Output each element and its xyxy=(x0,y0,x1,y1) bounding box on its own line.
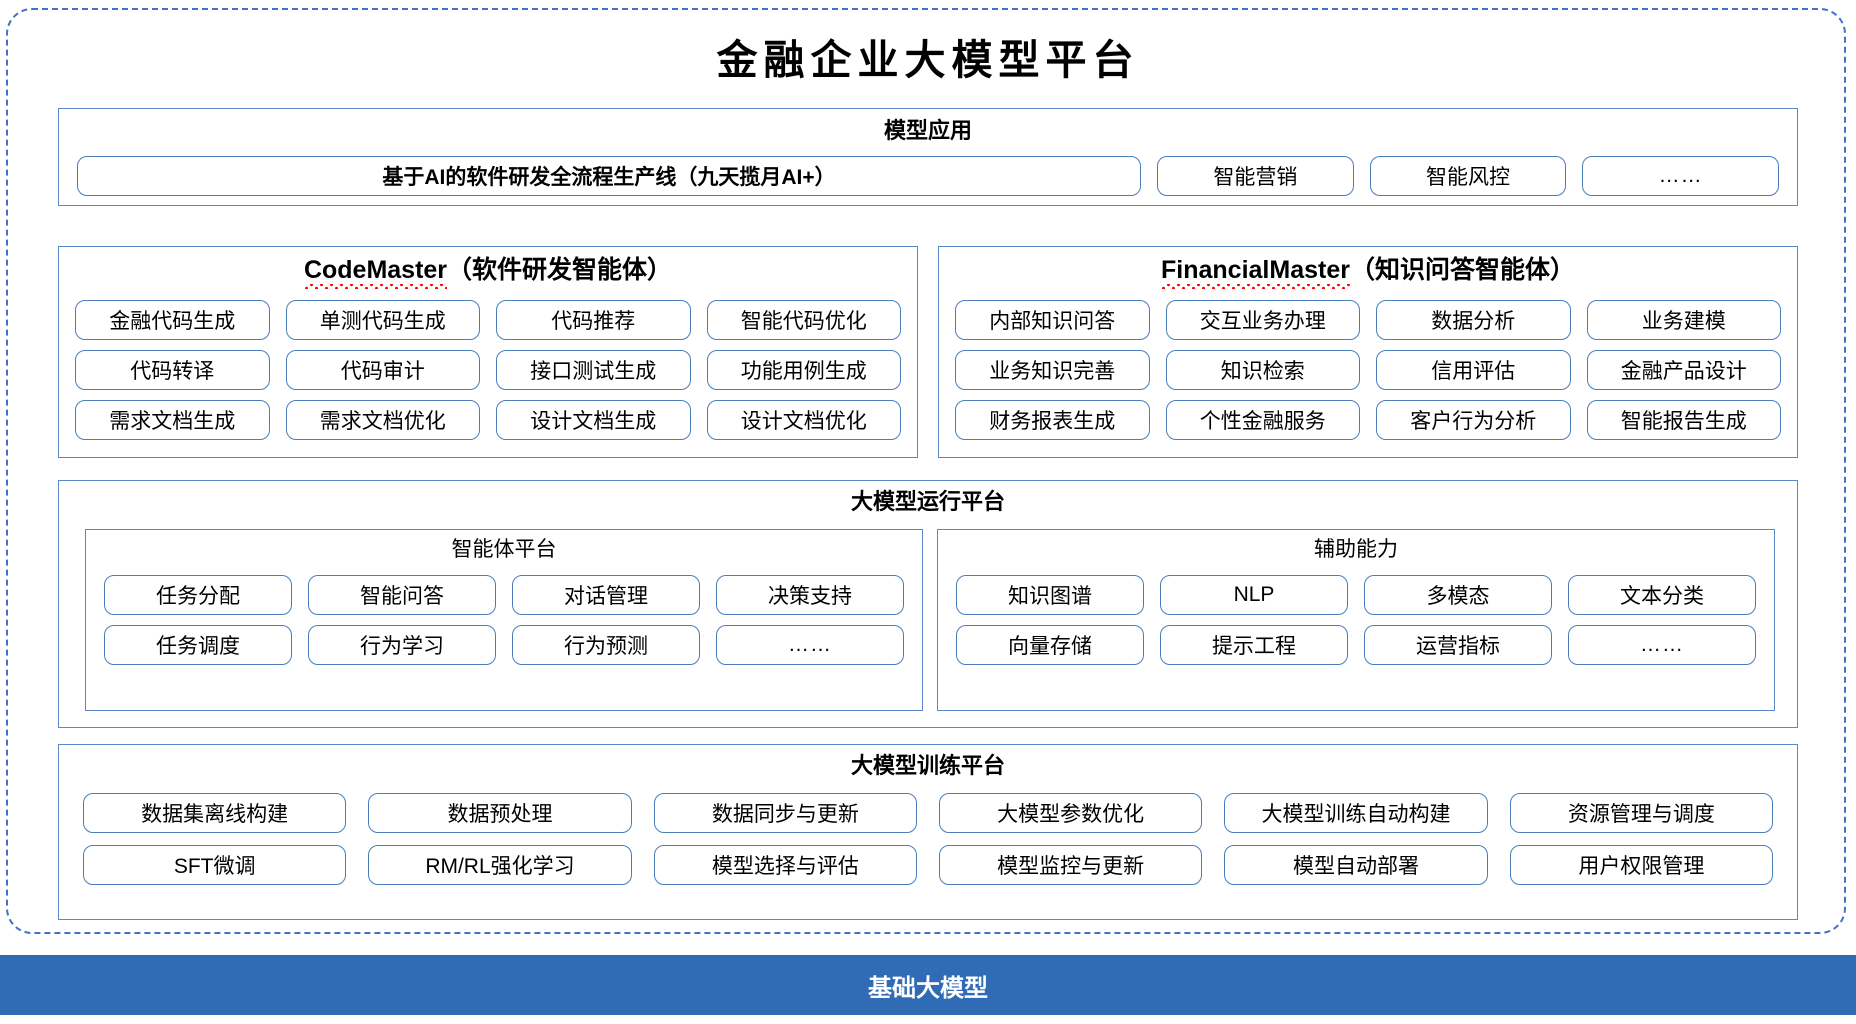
chip-req-doc-optimize[interactable]: 需求文档优化 xyxy=(285,400,480,440)
codemaster-panel: CodeMaster（软件研发智能体） 金融代码生成 单测代码生成 代码推荐 智… xyxy=(58,246,918,458)
chip-model-auto-deploy[interactable]: 模型自动部署 xyxy=(1224,845,1488,885)
model-application-panel: 模型应用 基于AI的软件研发全流程生产线（九天揽月AI+） 智能营销 智能风控 … xyxy=(58,108,1798,206)
chip-text-classification[interactable]: 文本分类 xyxy=(1568,575,1756,615)
chip-llm-train-autobuild[interactable]: 大模型训练自动构建 xyxy=(1224,793,1488,833)
chip-smart-report-gen[interactable]: 智能报告生成 xyxy=(1586,400,1781,440)
runtime-platform-panel: 大模型运行平台 智能体平台 任务分配 智能问答 对话管理 决策支持 任务调度 行… xyxy=(58,480,1798,728)
model-application-row: 基于AI的软件研发全流程生产线（九天揽月AI+） 智能营销 智能风控 …… xyxy=(77,156,1780,196)
chip-feature-case-gen[interactable]: 功能用例生成 xyxy=(706,350,901,390)
chip-vector-store[interactable]: 向量存储 xyxy=(956,625,1144,665)
chip-unit-test-code-gen[interactable]: 单测代码生成 xyxy=(285,300,480,340)
chip-resource-mgmt-schedule[interactable]: 资源管理与调度 xyxy=(1509,793,1773,833)
training-platform-panel: 大模型训练平台 数据集离线构建 数据预处理 数据同步与更新 大模型参数优化 大模… xyxy=(58,744,1798,920)
codemaster-name: CodeMaster xyxy=(303,256,448,289)
training-platform-grid: 数据集离线构建 数据预处理 数据同步与更新 大模型参数优化 大模型训练自动构建 … xyxy=(83,793,1773,885)
chip-ai-software-pipeline[interactable]: 基于AI的软件研发全流程生产线（九天揽月AI+） xyxy=(77,156,1141,196)
financialmaster-suffix: （知识问答智能体） xyxy=(1349,256,1575,284)
base-model-label: 基础大模型 xyxy=(868,974,988,1002)
chip-smart-risk-control[interactable]: 智能风控 xyxy=(1369,156,1567,196)
chip-knowledge-retrieval[interactable]: 知识检索 xyxy=(1165,350,1360,390)
chip-sft-finetune[interactable]: SFT微调 xyxy=(83,845,347,885)
aux-capability-title: 辅助能力 xyxy=(1314,538,1398,561)
chip-code-audit[interactable]: 代码审计 xyxy=(285,350,480,390)
chip-data-preprocess[interactable]: 数据预处理 xyxy=(368,793,632,833)
chip-financial-report-gen[interactable]: 财务报表生成 xyxy=(955,400,1150,440)
chip-code-transpile[interactable]: 代码转译 xyxy=(75,350,270,390)
chip-design-doc-gen[interactable]: 设计文档生成 xyxy=(496,400,691,440)
chip-smart-code-optimize[interactable]: 智能代码优化 xyxy=(706,300,901,340)
chip-model-monitor-update[interactable]: 模型监控与更新 xyxy=(939,845,1203,885)
chip-task-allocation[interactable]: 任务分配 xyxy=(104,575,292,615)
financialmaster-capability-grid: 内部知识问答 交互业务办理 数据分析 业务建模 业务知识完善 知识检索 信用评估… xyxy=(955,300,1781,440)
chip-data-analysis[interactable]: 数据分析 xyxy=(1376,300,1571,340)
chip-req-doc-gen[interactable]: 需求文档生成 xyxy=(75,400,270,440)
chip-model-select-eval[interactable]: 模型选择与评估 xyxy=(653,845,917,885)
chip-smart-qa[interactable]: 智能问答 xyxy=(308,575,496,615)
chip-behavior-prediction[interactable]: 行为预测 xyxy=(512,625,700,665)
chip-prompt-engineering[interactable]: 提示工程 xyxy=(1160,625,1348,665)
chip-business-modeling[interactable]: 业务建模 xyxy=(1586,300,1781,340)
chip-decision-support[interactable]: 决策支持 xyxy=(716,575,904,615)
model-application-title: 模型应用 xyxy=(883,118,972,143)
chip-fin-product-design[interactable]: 金融产品设计 xyxy=(1586,350,1781,390)
financialmaster-panel: FinancialMaster（知识问答智能体） 内部知识问答 交互业务办理 数… xyxy=(938,246,1798,458)
chip-user-permission-mgmt[interactable]: 用户权限管理 xyxy=(1509,845,1773,885)
agent-platform-subpanel: 智能体平台 任务分配 智能问答 对话管理 决策支持 任务调度 行为学习 行为预测… xyxy=(85,529,923,711)
chip-personalized-fin-svc[interactable]: 个性金融服务 xyxy=(1165,400,1360,440)
base-model-bar: 基础大模型 xyxy=(0,955,1856,1015)
chip-llm-param-optimize[interactable]: 大模型参数优化 xyxy=(939,793,1203,833)
chip-internal-knowledge-qa[interactable]: 内部知识问答 xyxy=(955,300,1150,340)
chip-design-doc-optimize[interactable]: 设计文档优化 xyxy=(706,400,901,440)
agent-platform-title: 智能体平台 xyxy=(451,538,557,561)
financialmaster-title: FinancialMaster（知识问答智能体） xyxy=(939,256,1797,289)
chip-behavior-learning[interactable]: 行为学习 xyxy=(308,625,496,665)
chip-fin-code-gen[interactable]: 金融代码生成 xyxy=(75,300,270,340)
chip-knowledge-graph[interactable]: 知识图谱 xyxy=(956,575,1144,615)
runtime-platform-title: 大模型运行平台 xyxy=(850,489,1005,514)
chip-multimodal[interactable]: 多模态 xyxy=(1364,575,1552,615)
chip-more-agent-platform[interactable]: …… xyxy=(716,625,904,665)
training-platform-title: 大模型训练平台 xyxy=(850,753,1005,778)
chip-rm-rl-learning[interactable]: RM/RL强化学习 xyxy=(368,845,632,885)
chip-more-applications[interactable]: …… xyxy=(1582,156,1780,196)
chip-offline-dataset-build[interactable]: 数据集离线构建 xyxy=(83,793,347,833)
chip-nlp[interactable]: NLP xyxy=(1160,575,1348,615)
chip-dialog-management[interactable]: 对话管理 xyxy=(512,575,700,615)
agent-platform-grid: 任务分配 智能问答 对话管理 决策支持 任务调度 行为学习 行为预测 …… xyxy=(104,575,904,665)
page-title: 金融企业大模型平台 xyxy=(716,36,1140,84)
financialmaster-name: FinancialMaster xyxy=(1161,256,1350,289)
aux-capability-grid: 知识图谱 NLP 多模态 文本分类 向量存储 提示工程 运营指标 …… xyxy=(956,575,1756,665)
chip-code-recommend[interactable]: 代码推荐 xyxy=(496,300,691,340)
chip-data-sync-update[interactable]: 数据同步与更新 xyxy=(653,793,917,833)
aux-capability-subpanel: 辅助能力 知识图谱 NLP 多模态 文本分类 向量存储 提示工程 运营指标 …… xyxy=(937,529,1775,711)
chip-api-test-gen[interactable]: 接口测试生成 xyxy=(496,350,691,390)
chip-interactive-biz[interactable]: 交互业务办理 xyxy=(1165,300,1360,340)
chip-ops-metrics[interactable]: 运营指标 xyxy=(1364,625,1552,665)
chip-biz-knowledge-improve[interactable]: 业务知识完善 xyxy=(955,350,1150,390)
chip-credit-assessment[interactable]: 信用评估 xyxy=(1376,350,1571,390)
chip-customer-behavior[interactable]: 客户行为分析 xyxy=(1376,400,1571,440)
codemaster-title: CodeMaster（软件研发智能体） xyxy=(59,256,917,289)
chip-smart-marketing[interactable]: 智能营销 xyxy=(1157,156,1354,196)
codemaster-capability-grid: 金融代码生成 单测代码生成 代码推荐 智能代码优化 代码转译 代码审计 接口测试… xyxy=(75,300,901,440)
chip-task-scheduling[interactable]: 任务调度 xyxy=(104,625,292,665)
chip-more-aux-capability[interactable]: …… xyxy=(1568,625,1756,665)
codemaster-suffix: （软件研发智能体） xyxy=(447,256,673,284)
